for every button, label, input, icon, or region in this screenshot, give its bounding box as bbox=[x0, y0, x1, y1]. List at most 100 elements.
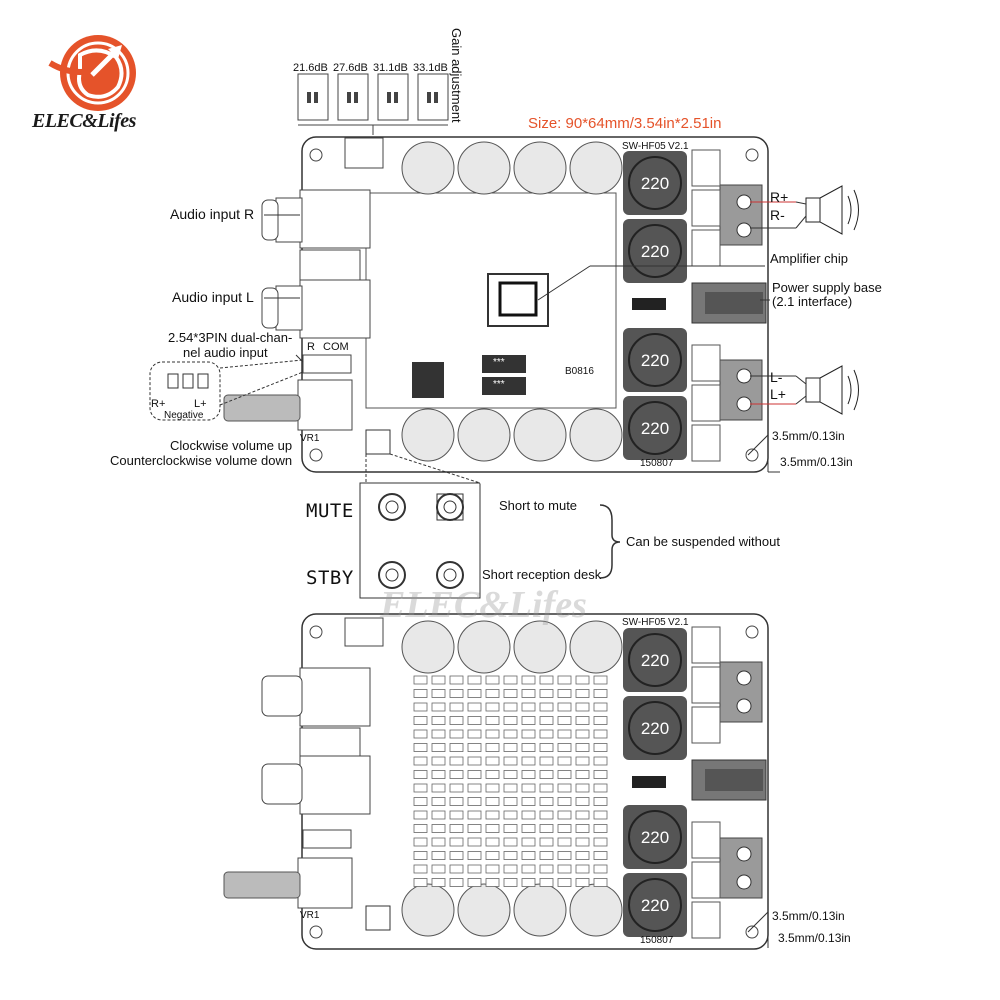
heatsink-fin bbox=[449, 689, 464, 698]
heatsink-fin bbox=[467, 783, 482, 793]
heatsink-fin bbox=[557, 743, 572, 752]
heatsink-fin bbox=[467, 675, 482, 685]
speaker-l bbox=[750, 365, 859, 415]
heatsink-fin bbox=[449, 837, 464, 847]
heatsink-fin bbox=[593, 702, 608, 712]
heatsink-fin bbox=[575, 797, 590, 806]
heatsink-fin bbox=[539, 729, 554, 739]
audio-input-l-label: Audio input L bbox=[172, 289, 254, 305]
heatsink-fin bbox=[467, 851, 482, 860]
board-model-top: SW-HF05 bbox=[622, 141, 666, 152]
heatsink-fin bbox=[521, 770, 536, 779]
heatsink-fin bbox=[557, 864, 572, 874]
heatsink-fin bbox=[521, 824, 536, 833]
heatsink-fin bbox=[485, 743, 500, 752]
heatsink-fin bbox=[413, 810, 428, 820]
edge-offset-top: 3.5mm/0.13in bbox=[780, 455, 853, 469]
hole-offset-bottom: 3.5mm/0.13in bbox=[772, 909, 845, 923]
heatsink-fin bbox=[575, 770, 590, 779]
heatsink-fin bbox=[413, 770, 428, 779]
heatsink-fin bbox=[467, 702, 482, 712]
heatsink-fin bbox=[557, 729, 572, 739]
heatsink-fin bbox=[467, 716, 482, 725]
heatsink-fin bbox=[431, 837, 446, 847]
board-version-top: V2.1 bbox=[668, 141, 689, 152]
board-tag: B0816 bbox=[565, 366, 594, 377]
heatsink-fin bbox=[449, 783, 464, 793]
heatsink-fin bbox=[503, 783, 518, 793]
heatsink-fin bbox=[449, 864, 464, 874]
heatsink-fin bbox=[503, 729, 518, 739]
heatsink-fin bbox=[539, 810, 554, 820]
power-base-label-1: Power supply base bbox=[772, 280, 882, 295]
heatsink-fin bbox=[521, 851, 536, 860]
heatsink-fin bbox=[503, 824, 518, 833]
hole-offset-top: 3.5mm/0.13in bbox=[772, 429, 845, 443]
vr-label-top: VR1 bbox=[300, 433, 320, 444]
heatsink-fin bbox=[521, 743, 536, 752]
short-reception-label: Short reception desk bbox=[482, 567, 602, 582]
chip-mark-2: *** bbox=[493, 379, 505, 390]
heatsink-fin bbox=[575, 851, 590, 860]
gain-option-4: 33.1dB bbox=[413, 62, 448, 74]
heatsink-fin bbox=[413, 783, 428, 793]
heatsink-fin bbox=[485, 824, 500, 833]
heatsink-fin bbox=[539, 824, 554, 833]
heatsink-fin bbox=[431, 675, 446, 685]
gain-option-2: 27.6dB bbox=[333, 62, 368, 74]
r-plus-label: R+ bbox=[770, 189, 789, 205]
heatsink-fin bbox=[593, 756, 608, 766]
heatsink-fin bbox=[539, 770, 554, 779]
heatsink-fin bbox=[503, 716, 518, 725]
gain-dip-switches bbox=[297, 73, 449, 135]
negative-label: Negative bbox=[164, 410, 204, 421]
heatsink-fin bbox=[575, 878, 590, 887]
heatsink-fin bbox=[485, 729, 500, 739]
heatsink-fin bbox=[575, 702, 590, 712]
heatsink-fin bbox=[557, 810, 572, 820]
heatsink-fin bbox=[539, 864, 554, 874]
gain-option-1: 21.6dB bbox=[293, 62, 328, 74]
heatsink-fin bbox=[467, 837, 482, 847]
heatsink-fin bbox=[431, 756, 446, 766]
heatsink-fin bbox=[431, 810, 446, 820]
brand-logo bbox=[30, 25, 150, 115]
heatsink-fin bbox=[485, 675, 500, 685]
board-model-bottom: SW-HF05 bbox=[622, 617, 666, 628]
heatsink-fin bbox=[485, 851, 500, 860]
heatsink-fin bbox=[485, 702, 500, 712]
amplifier-chip-label: Amplifier chip bbox=[770, 251, 849, 266]
heatsink-fin bbox=[413, 716, 428, 725]
heatsink-fin bbox=[557, 770, 572, 779]
heatsink-fin bbox=[539, 797, 554, 806]
heatsink-fin bbox=[503, 675, 518, 685]
heatsink-fin bbox=[503, 756, 518, 766]
heatsink-fin bbox=[521, 756, 536, 766]
heatsink-fin bbox=[431, 716, 446, 725]
heatsink-fin bbox=[413, 824, 428, 833]
short-to-mute-label: Short to mute bbox=[499, 498, 578, 513]
dual-channel-label-2: nel audio input bbox=[183, 345, 268, 360]
heatsink-fin bbox=[485, 689, 500, 698]
heatsink-fin bbox=[575, 689, 590, 698]
heatsink-fin bbox=[557, 783, 572, 793]
heatsink-fin bbox=[449, 716, 464, 725]
brand-name: ELEC&Lifes bbox=[32, 110, 136, 132]
heatsink-fin bbox=[467, 770, 482, 779]
heatsink-fin bbox=[539, 702, 554, 712]
l-plus-label: L+ bbox=[770, 386, 786, 402]
heatsink-fin bbox=[467, 824, 482, 833]
heatsink-fin bbox=[521, 837, 536, 847]
heatsink-fin bbox=[449, 810, 464, 820]
heatsink-fin bbox=[449, 824, 464, 833]
heatsink-fin bbox=[557, 837, 572, 847]
board-date-top: 150807 bbox=[640, 458, 674, 469]
stby-label: STBY bbox=[306, 567, 354, 589]
heatsink-fin bbox=[467, 743, 482, 752]
heatsink-fin bbox=[449, 743, 464, 752]
heatsink-fin bbox=[557, 675, 572, 685]
heatsink-fin bbox=[449, 729, 464, 739]
heatsink-fin bbox=[467, 810, 482, 820]
heatsink-fin bbox=[557, 702, 572, 712]
board-date-bottom: 150807 bbox=[640, 935, 674, 946]
